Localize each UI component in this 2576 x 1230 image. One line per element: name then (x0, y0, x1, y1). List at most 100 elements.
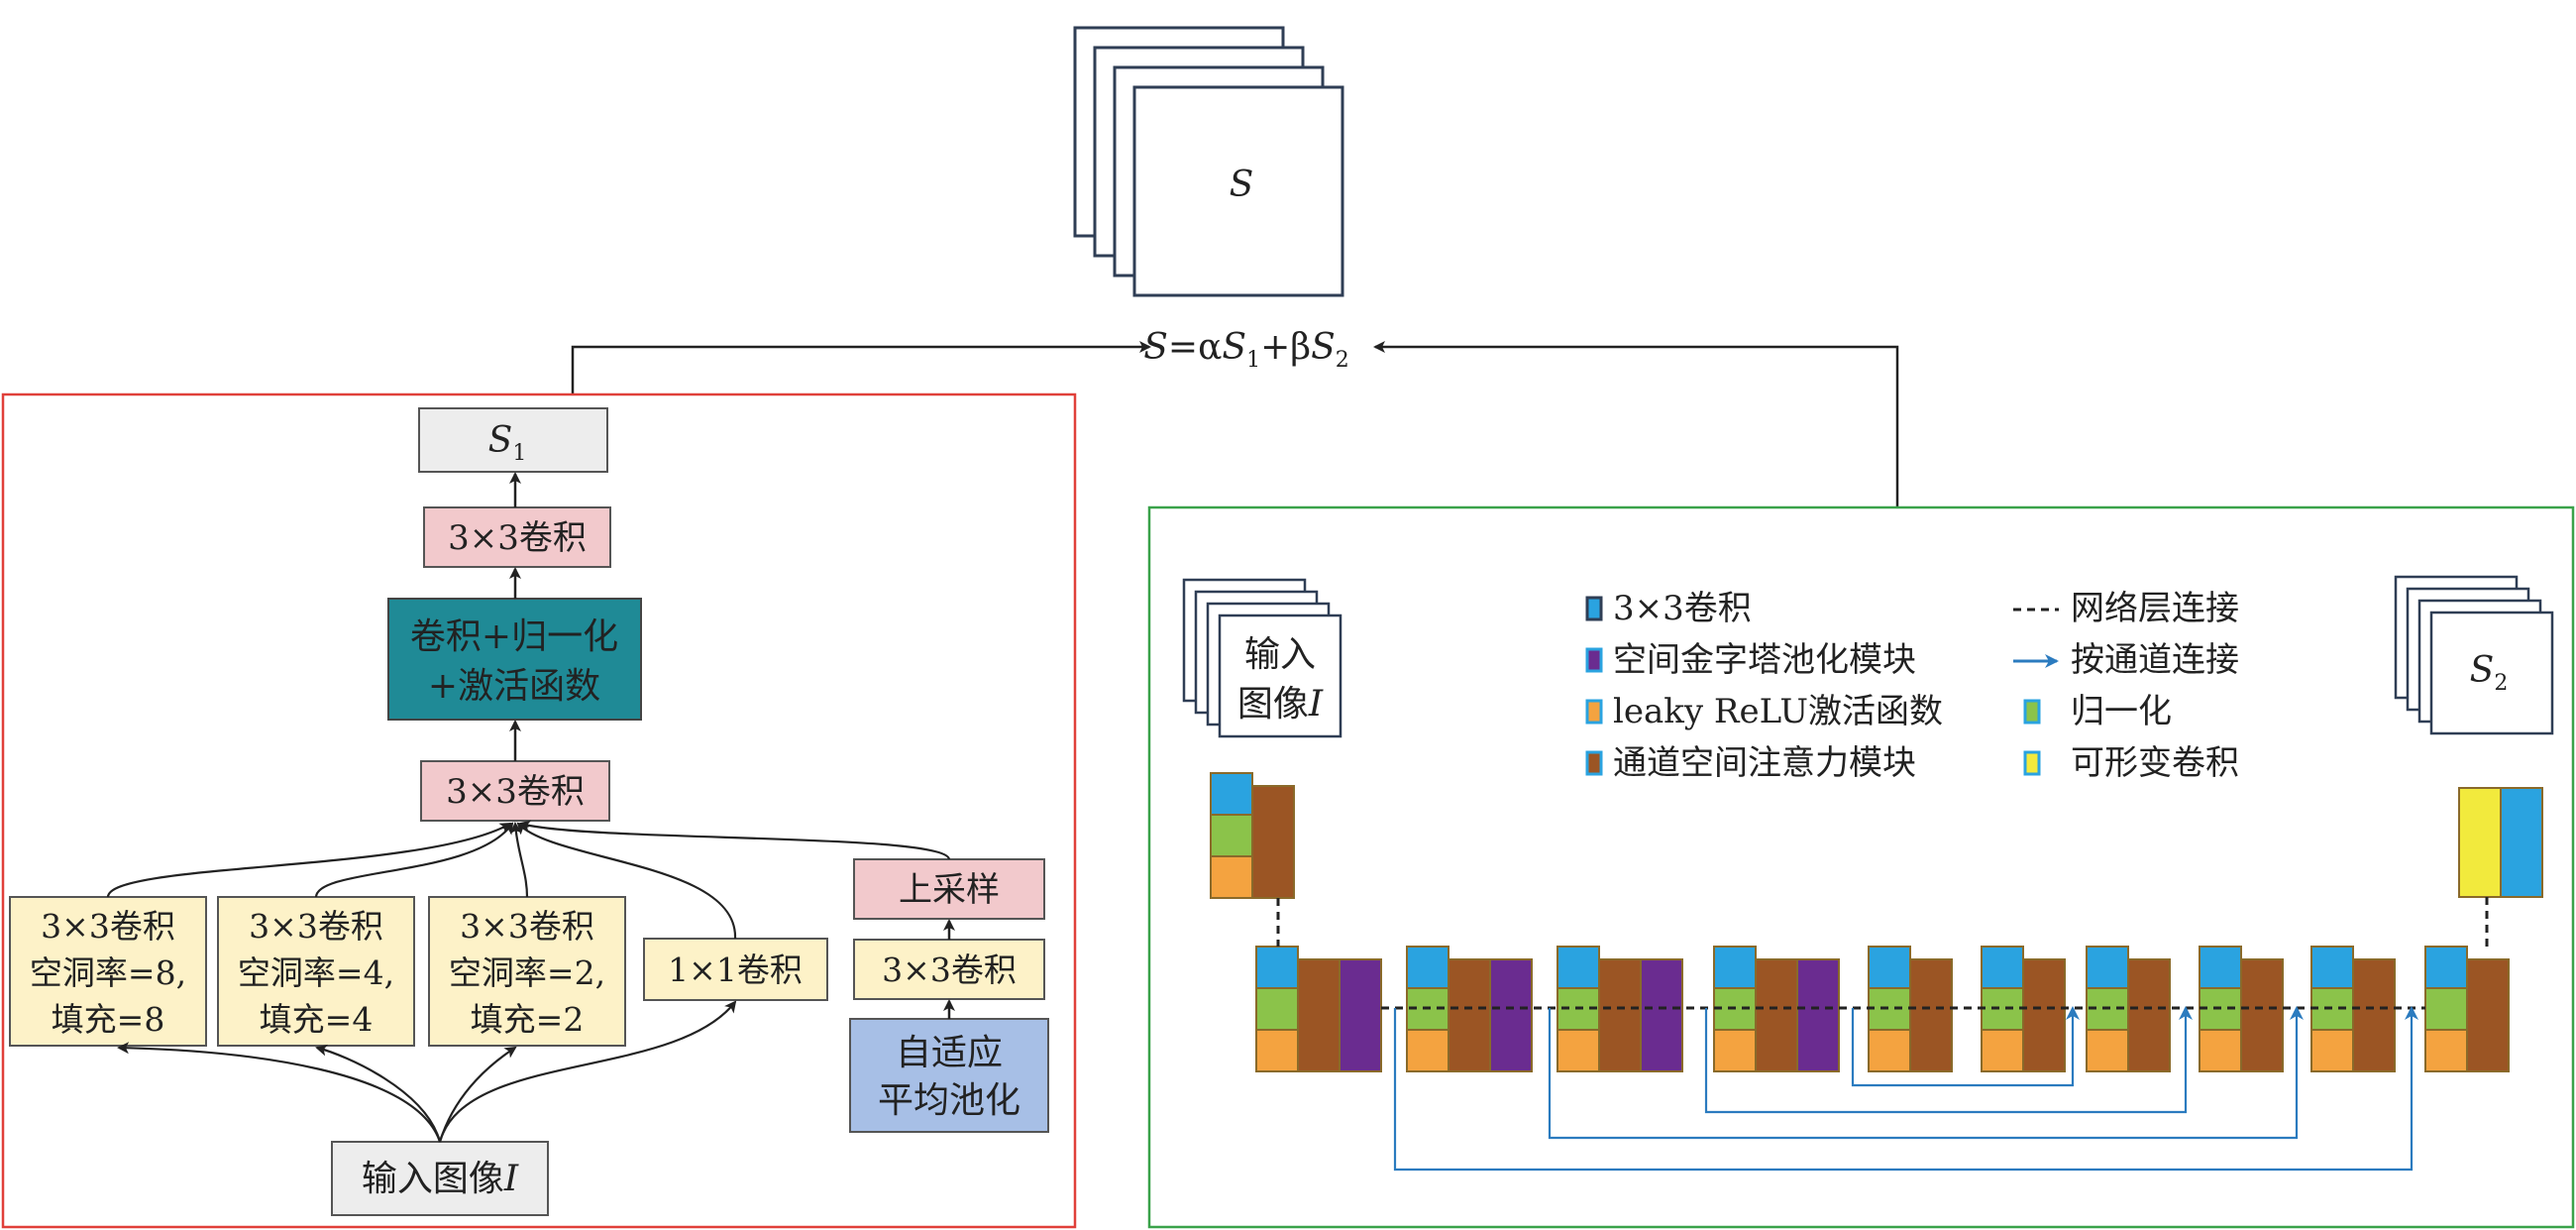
pyramid-layer-0 (1339, 958, 1382, 1072)
legend-swatch-deform (2023, 750, 2041, 776)
norm-layer-4 (1868, 987, 1911, 1031)
attention-layer-9 (2466, 958, 2510, 1072)
norm-layer-9 (2424, 987, 2468, 1031)
leaky-layer-8 (2310, 1029, 2354, 1072)
output-s-stack: S (1073, 26, 1344, 297)
fusion-formula: S=αS1+βS2 (1143, 327, 1348, 373)
left-input-box (331, 1141, 549, 1216)
s2-to-formula-arrow (1373, 341, 1899, 507)
attention-layer-5 (2022, 958, 2066, 1072)
legend-norm-label: 归一化 (2071, 692, 2172, 731)
right-input-line2: 图像I (1237, 684, 1324, 725)
attention-layer-7 (2240, 958, 2284, 1072)
pyramid-layer-1 (1489, 958, 1533, 1072)
attention-layer-in (1251, 785, 1295, 899)
leaky-layer-in (1210, 855, 1253, 899)
branch-fanin-curves (106, 820, 951, 940)
leaky-layer-3 (1713, 1029, 1757, 1072)
adaptive-pool-line1: 自适应 (896, 1033, 1003, 1073)
attention-layer-6 (2127, 958, 2171, 1072)
legend-swatch-norm (2023, 699, 2041, 725)
right-panel-frame (1147, 505, 2575, 1229)
conv1x1-box (643, 938, 828, 1001)
conv3x3-mid-label: 3×3卷积 (446, 772, 585, 812)
conv-layer-2 (1556, 946, 1600, 989)
leaky-layer-5 (1981, 1029, 2024, 1072)
legend-channel-concat-label: 按通道连接 (2071, 640, 2239, 680)
s2-label: S2 (2470, 650, 2509, 696)
dilated-conv-2-line2: 空洞率=2, (449, 953, 605, 992)
conv3x3-top-label: 3×3卷积 (448, 518, 587, 558)
leaky-layer-9 (2424, 1029, 2468, 1072)
conv-bn-act-box (387, 598, 642, 721)
conv-layer-8 (2310, 946, 2354, 989)
dilated-conv-2-line3: 填充=2 (471, 1000, 585, 1039)
skip-link-4 (1393, 1006, 2418, 1172)
s1-label: S1 (488, 420, 527, 466)
dilated-conv-2-line1: 3×3卷积 (460, 907, 594, 946)
conv-layer-5 (1981, 946, 2024, 989)
conv1x1-label: 1×1卷积 (668, 950, 803, 989)
conv-layer-in (1210, 772, 1253, 816)
dilated-conv-4-box (217, 896, 415, 1047)
legend-swatch-conv (1585, 596, 1603, 621)
network-blocks (1210, 772, 2543, 1072)
dilated-conv-4-line1: 3×3卷积 (249, 907, 383, 946)
conv-layer-7 (2199, 946, 2242, 989)
legend-conv-label: 3×3卷积 (1613, 589, 1752, 628)
legend-swatch-attention (1585, 750, 1603, 776)
norm-layer-0 (1255, 987, 1299, 1031)
dilated-conv-8-line3: 填充=8 (52, 1000, 165, 1039)
input-fanout-curves (117, 1000, 737, 1143)
skip-link-1 (1851, 1006, 2080, 1087)
legend-swatch-leaky (1585, 699, 1603, 725)
legend-attention-label: 通道空间注意力模块 (1613, 743, 1916, 783)
leaky-layer-7 (2199, 1029, 2242, 1072)
conv-layer-9 (2424, 946, 2468, 989)
legend-pyramid-label: 空间金字塔池化模块 (1613, 640, 1916, 680)
conv-layer-6 (2086, 946, 2129, 989)
adaptive-pool-box (849, 1018, 1049, 1133)
norm-layer-5 (1981, 987, 2024, 1031)
deform-layer-out-a (2458, 787, 2502, 898)
left-input-label: 输入图像I (362, 1159, 519, 1199)
conv-layer-4 (1868, 946, 1911, 989)
pyramid-layer-2 (1640, 958, 1683, 1072)
dilated-conv-4-line3: 填充=4 (260, 1000, 374, 1039)
attention-layer-0 (1297, 958, 1341, 1072)
left-panel-frame (1, 392, 1077, 1229)
leaky-layer-1 (1406, 1029, 1449, 1072)
conv-layer-0 (1255, 946, 1299, 989)
dilated-conv-4-line2: 空洞率=4, (238, 953, 394, 992)
legend-layer-link-label: 网络层连接 (2071, 589, 2239, 628)
leaky-layer-0 (1255, 1029, 1299, 1072)
attention-layer-3 (1755, 958, 1798, 1072)
norm-layer-in (1210, 814, 1253, 857)
deform-layer-out-b (2500, 787, 2543, 898)
s2-output-stack: S2 (2394, 575, 2554, 735)
right-input-line1: 输入 (1244, 634, 1316, 675)
pyramid-layer-3 (1796, 958, 1840, 1072)
skip-link-3 (1548, 1006, 2304, 1140)
dilated-conv-8-box (9, 896, 207, 1047)
s1-to-formula-arrow (571, 341, 1151, 394)
attention-layer-1 (1448, 958, 1491, 1072)
leaky-layer-2 (1556, 1029, 1600, 1072)
conv3x3-pool-box (853, 939, 1045, 1000)
conv3x3-mid-box (420, 760, 610, 822)
upsample-label: 上采样 (899, 870, 1000, 910)
attention-layer-8 (2352, 958, 2396, 1072)
right-input-stack: 输入 图像I (1182, 578, 1342, 738)
attention-layer-4 (1909, 958, 1953, 1072)
output-s-label: S (1230, 165, 1254, 205)
leaky-layer-6 (2086, 1029, 2129, 1072)
skip-link-2 (1704, 1006, 2193, 1114)
conv-bn-act-line2: +激活函数 (428, 666, 600, 707)
legend-deform-label: 可形变卷积 (2071, 743, 2239, 783)
adaptive-pool-line2: 平均池化 (878, 1080, 1020, 1121)
conv-layer-1 (1406, 946, 1449, 989)
legend-swatch-pyramid (1585, 647, 1603, 673)
dilated-conv-8-line2: 空洞率=8, (30, 953, 186, 992)
conv3x3-top-box (423, 506, 611, 568)
